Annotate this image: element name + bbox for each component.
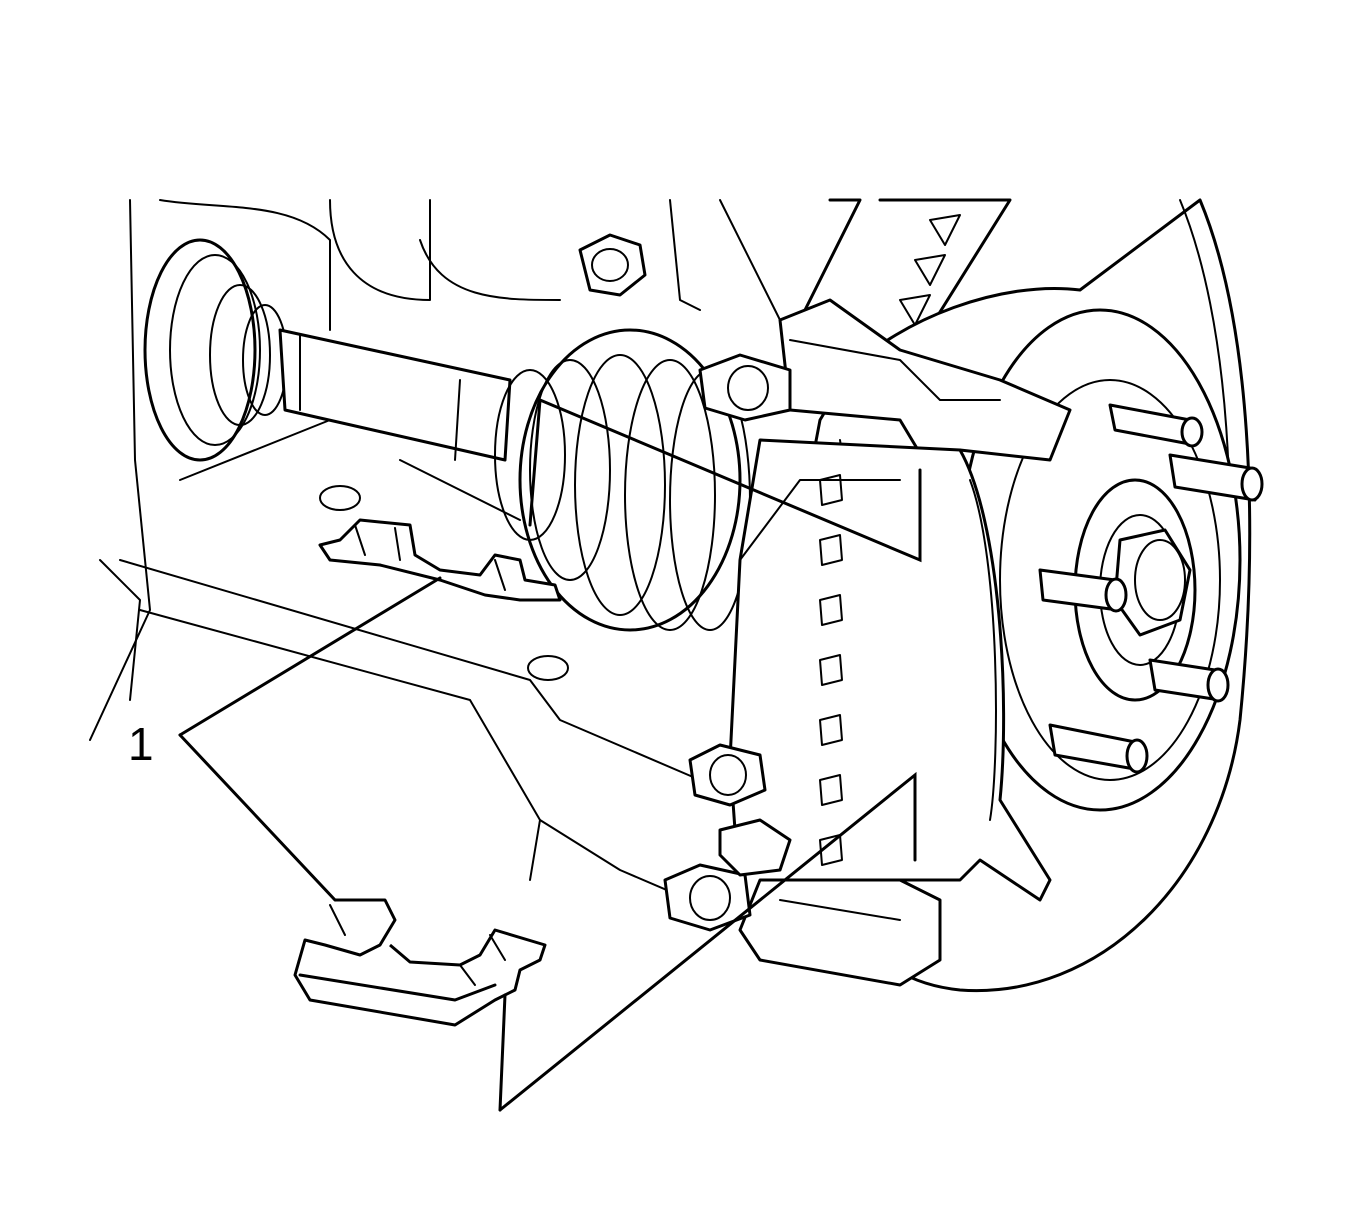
wheel-studs: [1038, 403, 1264, 774]
knuckle-nut: [578, 233, 647, 297]
drive-axle: [143, 238, 751, 632]
upper-abutment-clip: [318, 518, 562, 602]
removed-abutment-clip: [293, 898, 547, 1027]
leader-line-bottom-clip: [498, 771, 917, 1112]
caliper-bracket: [728, 298, 1072, 987]
chassis-background: [89, 199, 781, 901]
leader-line-upper: [178, 576, 442, 737]
leader-line-rotor-clip: [528, 398, 922, 563]
callout-label-1: 1: [128, 718, 154, 770]
rotor-vents: [819, 474, 843, 866]
callout-leaders: [178, 398, 922, 1112]
leader-line-lower: [178, 733, 337, 902]
control-arm-holes: [319, 485, 569, 681]
caliper-bolts: [663, 353, 792, 932]
